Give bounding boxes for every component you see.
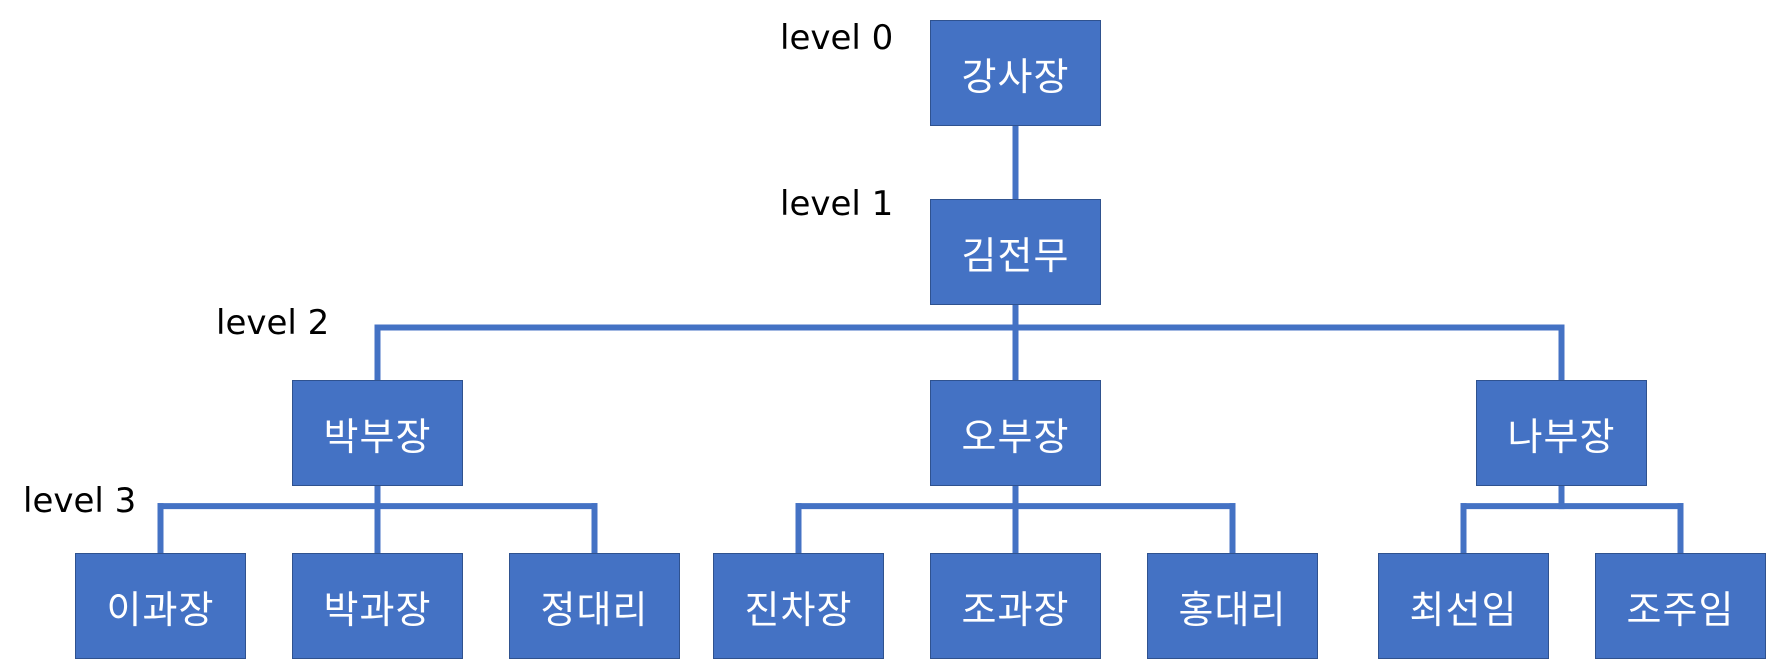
- level-label-3: level 3: [23, 481, 137, 521]
- node-label: 홍대리: [1178, 587, 1287, 632]
- node-label: 이과장: [106, 587, 215, 632]
- node-label: 강사장: [961, 54, 1070, 99]
- node-label: 조주임: [1626, 587, 1735, 632]
- node-label: 김전무: [961, 233, 1070, 278]
- node-jeong-daeri: 정대리: [509, 553, 680, 659]
- node-jo-gwajang: 조과장: [930, 553, 1101, 659]
- node-label: 박부장: [323, 414, 432, 459]
- node-kim-jeonmu: 김전무: [930, 199, 1101, 305]
- node-hong-daeri: 홍대리: [1147, 553, 1318, 659]
- node-label: 정대리: [540, 587, 649, 632]
- node-label: 진차장: [744, 587, 853, 632]
- node-oh-bujang: 오부장: [930, 380, 1101, 486]
- node-lee-gwajang: 이과장: [75, 553, 246, 659]
- node-label: 오부장: [961, 414, 1070, 459]
- node-jin-chajang: 진차장: [713, 553, 884, 659]
- node-choi-seonim: 최선임: [1378, 553, 1549, 659]
- node-kang-sajang: 강사장: [930, 20, 1101, 126]
- node-label: 최선임: [1409, 587, 1518, 632]
- node-jo-juim: 조주임: [1595, 553, 1766, 659]
- node-label: 나부장: [1507, 414, 1616, 459]
- node-label: 박과장: [323, 587, 432, 632]
- level-label-0: level 0: [780, 18, 894, 58]
- node-na-bujang: 나부장: [1476, 380, 1647, 486]
- node-label: 조과장: [961, 587, 1070, 632]
- level-label-2: level 2: [216, 303, 330, 343]
- level-label-1: level 1: [780, 184, 894, 224]
- node-park-gwajang: 박과장: [292, 553, 463, 659]
- node-park-bujang: 박부장: [292, 380, 463, 486]
